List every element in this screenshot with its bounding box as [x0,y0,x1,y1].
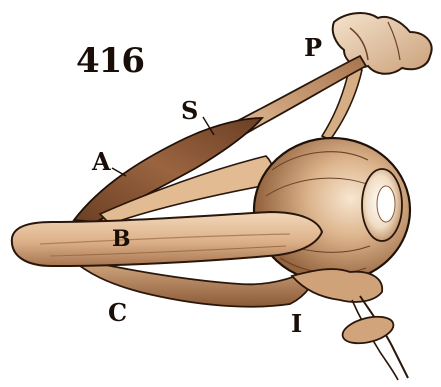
eyeball [254,138,410,282]
label-leader-a [112,168,126,176]
label-i: I [291,312,302,336]
label-p: P [304,36,322,60]
inferior-oblique-muscle [292,269,382,302]
label-b: B [112,228,131,250]
figure-number: 416 [76,44,144,78]
bursa-lobe [340,312,396,348]
label-c: C [108,301,127,325]
label-s: S [181,99,198,123]
label-a: A [92,150,111,174]
